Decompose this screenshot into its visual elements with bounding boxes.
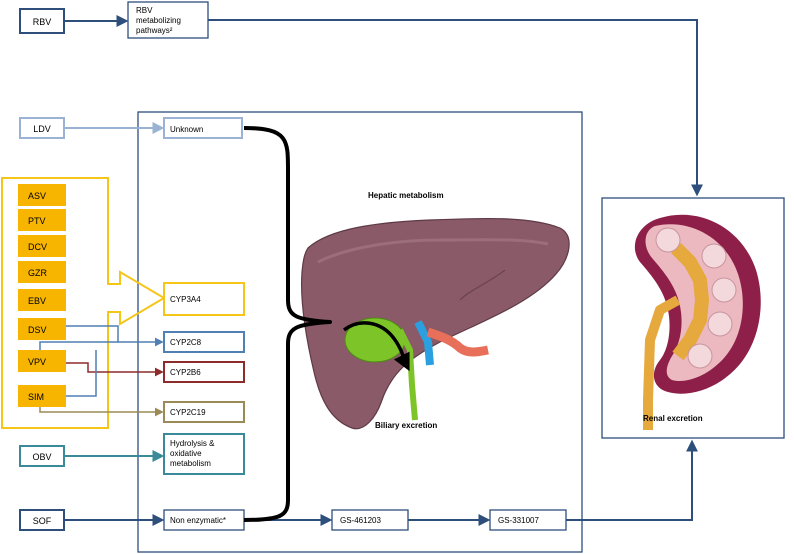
arrow-sim-cyp2c19 <box>39 407 164 417</box>
drug-box-sim <box>18 385 66 407</box>
cyp3a4-label: CYP3A4 <box>170 295 201 304</box>
cyp2c8-label: CYP2C8 <box>170 338 202 347</box>
renal-excretion-label: Renal excretion <box>643 414 703 423</box>
cyp2c19-box <box>163 401 245 423</box>
hydrolysis-line1: Hydrolysis & <box>170 439 215 448</box>
cyp2b6-box <box>163 361 245 383</box>
drug-label-vpv: VPV <box>28 357 46 367</box>
drug-box-dcv <box>18 235 66 257</box>
drug-box-asv <box>18 184 66 206</box>
kidney-pyramid-5 <box>687 343 713 369</box>
rbv-pathways-line1: RBV <box>136 6 153 15</box>
cyp3a4-group-outline <box>1 177 166 429</box>
kidney-pyramid-3 <box>711 277 737 303</box>
drug-label-gzr: GZR <box>28 268 47 278</box>
unknown-label: Unknown <box>170 125 203 134</box>
drug-label-dsv: DSV <box>28 325 47 335</box>
drug-label-sof: SOF <box>33 516 52 526</box>
drug-label-dcv: DCV <box>28 242 47 252</box>
biliary-excretion-label: Biliary excretion <box>375 421 437 430</box>
drug-box-gzr <box>18 261 66 283</box>
kidney-pyramid-1 <box>655 227 681 253</box>
drug-box-vpv <box>18 350 66 372</box>
arrow-dsv-cyp2c8 <box>66 325 164 347</box>
hydrolysis-line3: metabolism <box>170 459 211 468</box>
drug-box-ptv <box>18 209 66 231</box>
cyp3a4-box <box>163 282 245 316</box>
drug-label-asv: ASV <box>28 191 46 201</box>
drug-label-rbv: RBV <box>33 17 52 27</box>
renal-frame <box>601 197 785 439</box>
liver-illustration <box>301 217 570 430</box>
cyp2c8-box <box>163 331 245 353</box>
biliary-flow-arrow <box>342 321 410 372</box>
kidney-illustration <box>634 214 761 430</box>
renal-pelvis <box>671 243 709 361</box>
ureter <box>643 295 681 430</box>
rbv-pathways-line2: metabolizing <box>136 16 181 25</box>
arrow-to-renal <box>566 439 698 521</box>
connector-sim-cyp2c8 <box>66 350 97 397</box>
drug-label-ldv: LDV <box>33 124 51 134</box>
bile-duct <box>397 328 418 421</box>
rbv-pathways-box <box>127 1 209 39</box>
gs461203-label: GS-461203 <box>340 516 381 525</box>
drug-label-obv: OBV <box>32 452 51 462</box>
drug-label-sim: SIM <box>28 392 44 402</box>
liver-fissure <box>459 269 506 301</box>
liver-highlight <box>317 238 549 264</box>
non-enzymatic-label: Non enzymatic* <box>170 516 226 525</box>
hydrolysis-line2: oxidative <box>170 449 202 458</box>
hepatic-artery <box>426 327 489 357</box>
portal-vein <box>414 320 434 366</box>
hepatic-brace <box>243 126 332 522</box>
hepatic-frame <box>137 111 583 553</box>
arrow-vpv-cyp2b6 <box>66 362 164 377</box>
gs331007-label: GS-331007 <box>498 516 539 525</box>
arrow-rbv-to-renal <box>208 19 703 197</box>
drug-box-ebv <box>18 289 66 311</box>
drug-label-ebv: EBV <box>28 296 46 306</box>
cyp2b6-label: CYP2B6 <box>170 368 201 377</box>
drug-label-ptv: PTV <box>28 216 46 226</box>
kidney-pyramid-4 <box>707 311 733 337</box>
drug-box-dsv <box>18 318 66 340</box>
kidney-pyramid-2 <box>701 243 727 269</box>
cyp2c19-label: CYP2C19 <box>170 408 206 417</box>
connector-vpv-cyp2c8 <box>39 341 118 350</box>
hepatic-metabolism-label: Hepatic metabolism <box>368 191 444 200</box>
rbv-pathways-line3: pathways² <box>136 26 173 35</box>
liver-lobe-shape <box>301 217 570 430</box>
